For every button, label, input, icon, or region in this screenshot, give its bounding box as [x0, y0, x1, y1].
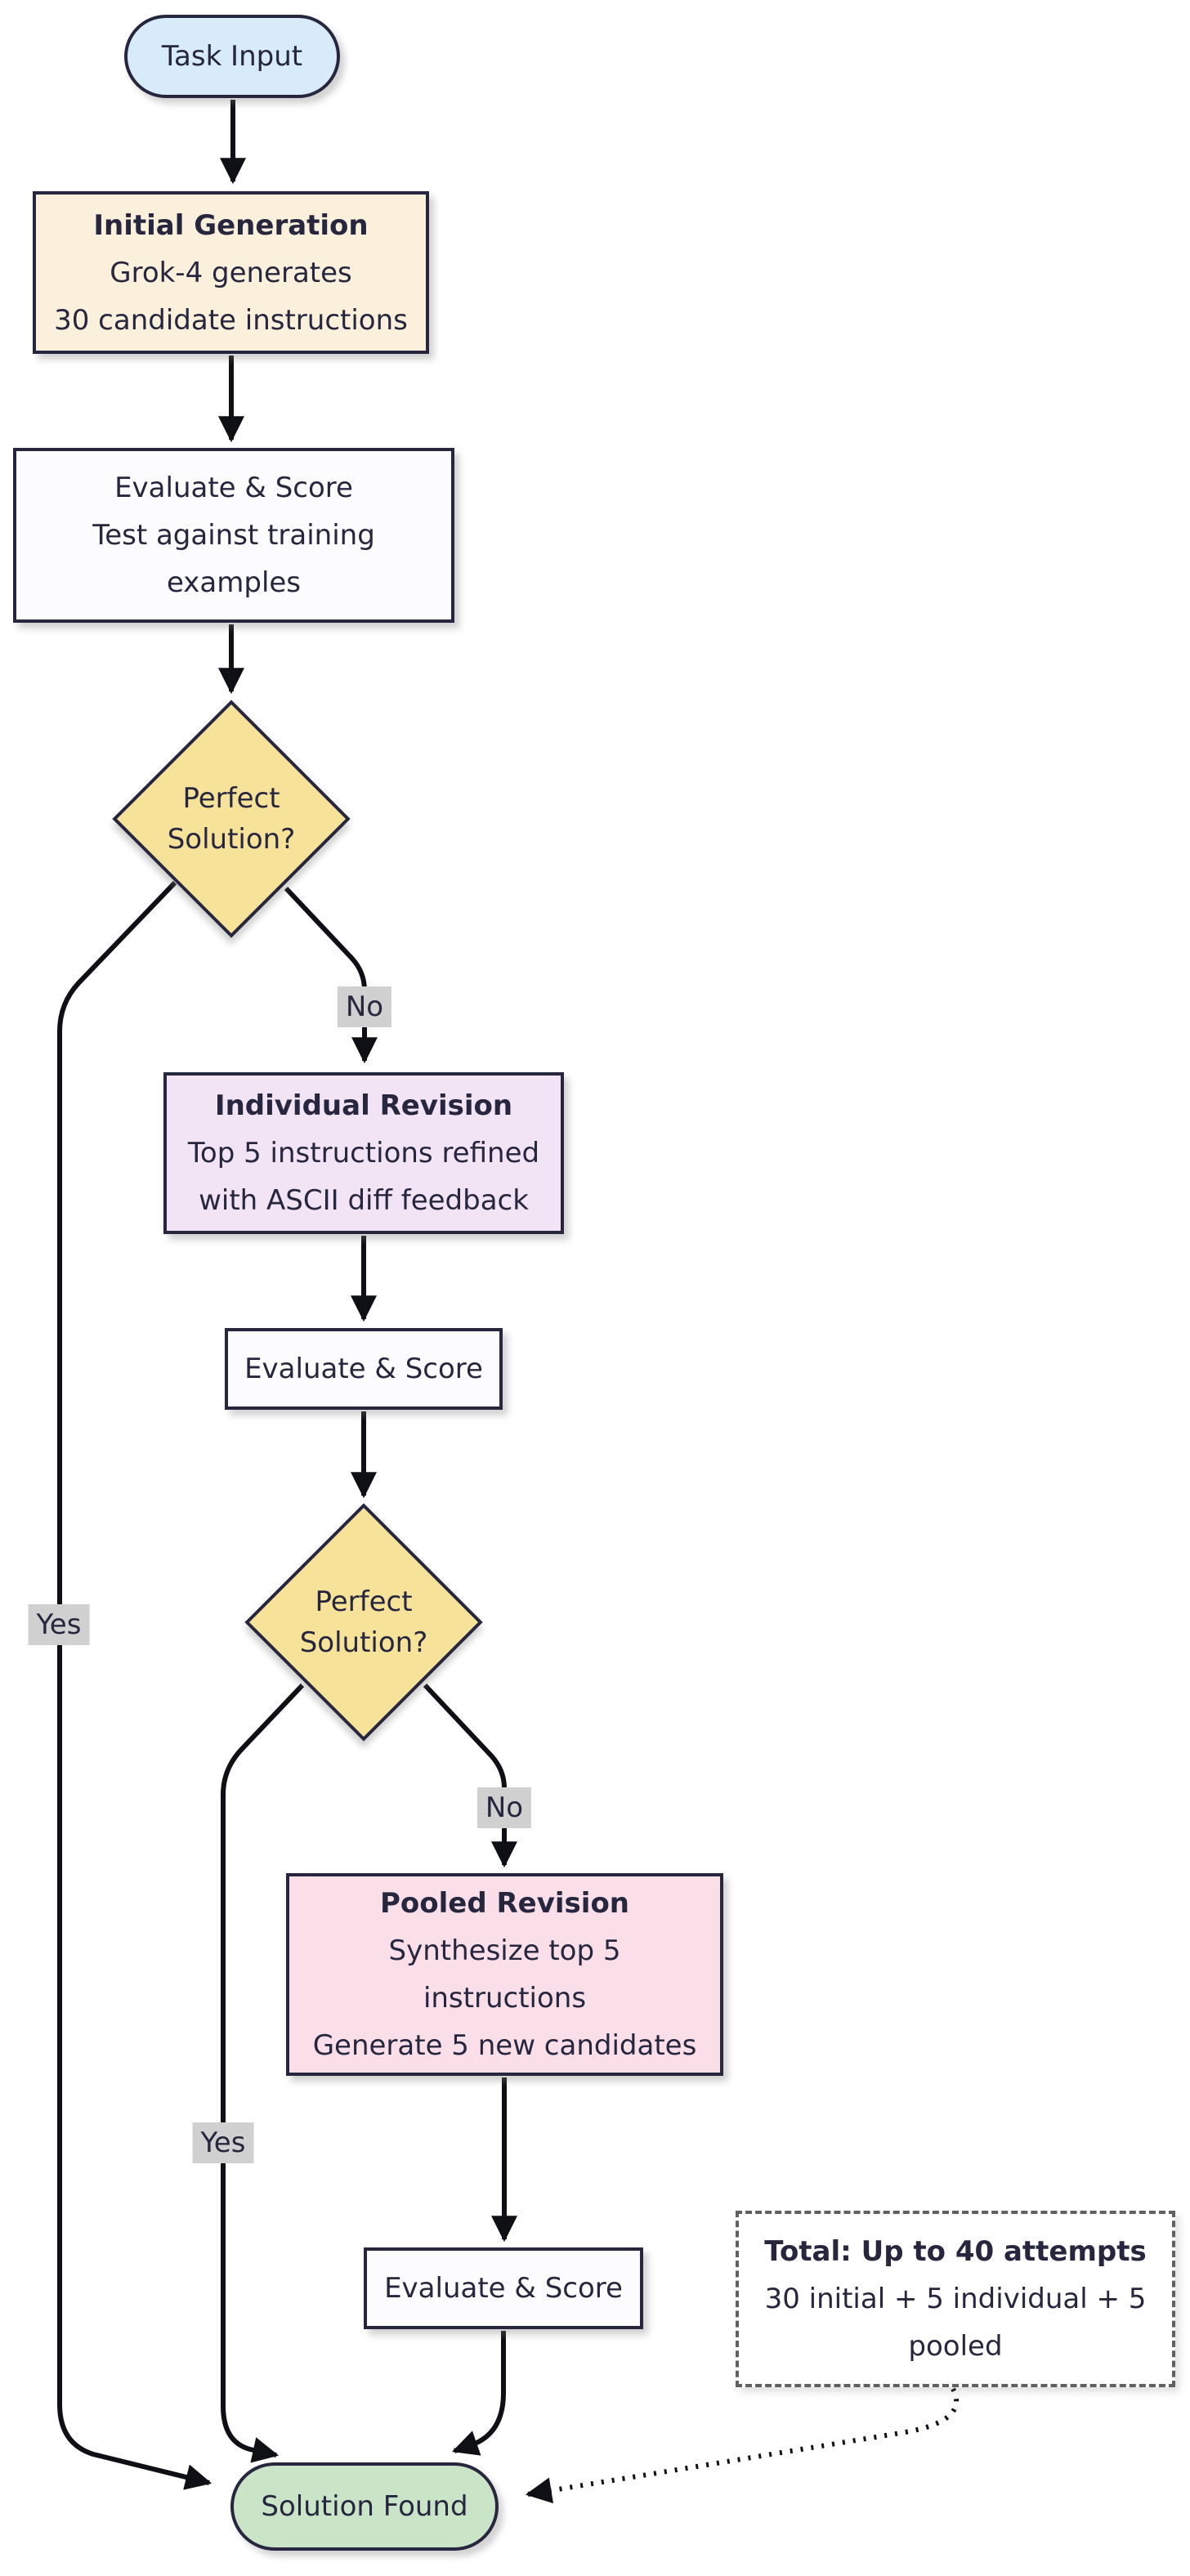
node-decision-2-label: Perfect Solution?: [241, 1581, 486, 1663]
decision-1-line1: Perfect: [182, 782, 280, 815]
pooled-revision-line1: Synthesize top 5: [388, 1934, 621, 1967]
edge-decision1-no-to-individual: [284, 886, 378, 1064]
initial-generation-title: Initial Generation: [93, 208, 369, 242]
total-note-line1: 30 initial + 5 individual + 5: [764, 2283, 1147, 2315]
node-total-note: Total: Up to 40 attempts 30 initial + 5 …: [736, 2211, 1175, 2387]
edge-label-decision2-yes: Yes: [192, 2122, 254, 2163]
edge-note-to-solution-dotted: [525, 2387, 960, 2504]
evaluate-score-3-label: Evaluate & Score: [384, 2272, 623, 2305]
node-decision-1-label: Perfect Solution?: [109, 778, 354, 860]
decision2-no-text: No: [485, 1791, 524, 1824]
solution-found-label: Solution Found: [261, 2490, 468, 2523]
edge-decision2-yes-to-solution: [221, 1683, 305, 2463]
task-input-label: Task Input: [161, 40, 303, 73]
decision1-no-text: No: [345, 991, 384, 1023]
node-task-input: Task Input: [124, 15, 340, 98]
individual-revision-line1: Top 5 instructions refined: [187, 1137, 540, 1169]
edge-evaluate3-to-solution: [451, 2331, 506, 2456]
evaluate-score-1-line2: Test against training: [92, 519, 375, 552]
evaluate-score-2-label: Evaluate & Score: [244, 1353, 483, 1385]
pooled-revision-title: Pooled Revision: [379, 1887, 630, 1920]
evaluate-score-1-line3: examples: [166, 566, 302, 599]
decision-1-line2: Solution?: [167, 823, 296, 856]
node-solution-found: Solution Found: [230, 2462, 499, 2551]
pooled-revision-line2: instructions: [423, 1982, 587, 2015]
node-pooled-revision: Pooled Revision Synthesize top 5 instruc…: [286, 1873, 723, 2076]
decision-2-line2: Solution?: [299, 1626, 428, 1659]
node-evaluate-score-2: Evaluate & Score: [225, 1328, 503, 1410]
decision2-yes-text: Yes: [200, 2127, 246, 2159]
individual-revision-title: Individual Revision: [214, 1089, 513, 1122]
node-evaluate-score-1: Evaluate & Score Test against training e…: [13, 448, 454, 623]
edge-label-decision2-no: No: [476, 1787, 532, 1828]
total-note-line2: pooled: [908, 2330, 1003, 2363]
edge-label-decision1-no: No: [337, 986, 392, 1027]
initial-generation-line2: 30 candidate instructions: [54, 303, 408, 337]
node-initial-generation: Initial Generation Grok-4 generates 30 c…: [33, 191, 429, 354]
edge-decision2-no-to-pooled: [423, 1683, 517, 1868]
individual-revision-line2: with ASCII diff feedback: [199, 1184, 529, 1217]
decision-2-line1: Perfect: [315, 1585, 413, 1618]
decision1-yes-text: Yes: [36, 1608, 82, 1641]
edge-label-decision1-yes: Yes: [28, 1604, 90, 1645]
node-individual-revision: Individual Revision Top 5 instructions r…: [163, 1072, 564, 1234]
node-evaluate-score-3: Evaluate & Score: [364, 2247, 643, 2329]
initial-generation-line1: Grok-4 generates: [110, 256, 352, 289]
pooled-revision-line3: Generate 5 new candidates: [312, 2029, 697, 2062]
edge-decision1-yes-to-solution: [57, 880, 212, 2490]
evaluate-score-1-line1: Evaluate & Score: [114, 472, 353, 504]
total-note-title: Total: Up to 40 attempts: [764, 2235, 1147, 2268]
